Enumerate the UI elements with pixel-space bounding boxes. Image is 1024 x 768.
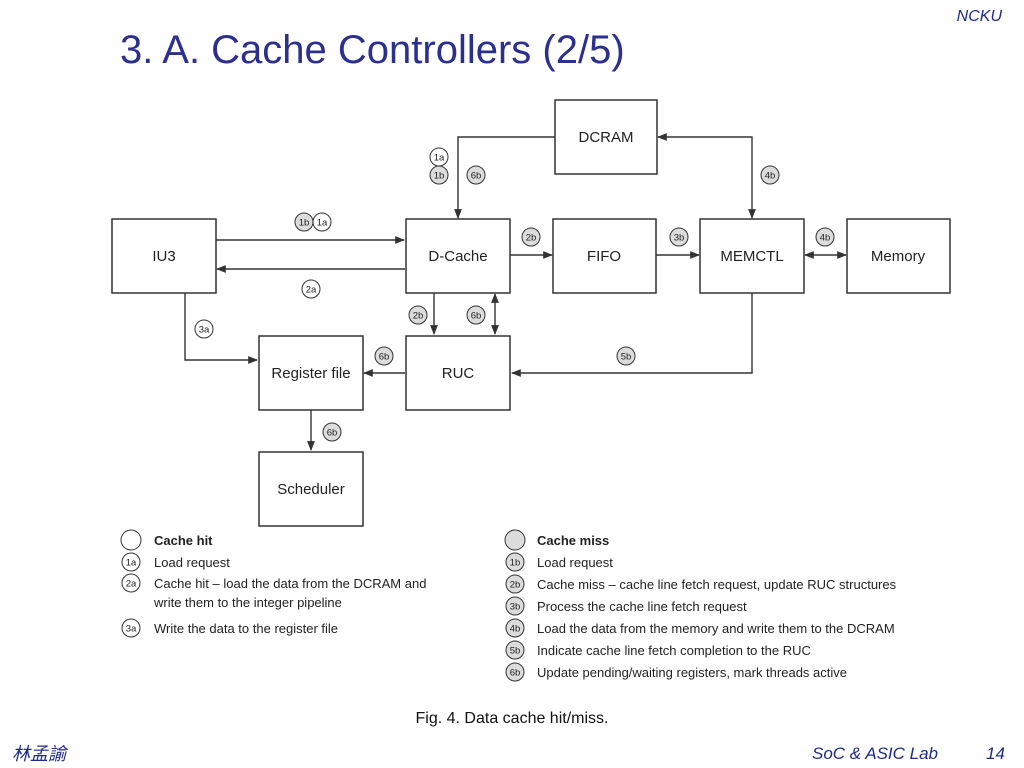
legend-hit-badge-1a: 1a: [121, 552, 141, 572]
badge-3a-regfile: 3a: [194, 319, 214, 339]
svg-text:Scheduler: Scheduler: [277, 481, 345, 498]
svg-text:Memory: Memory: [871, 248, 926, 265]
block-iu3: IU3: [111, 218, 217, 294]
author-name: 林孟諭: [12, 744, 66, 765]
legend-miss-text-3b: Process the cache line fetch request: [537, 599, 747, 614]
svg-text:2a: 2a: [126, 579, 137, 590]
legend-miss-text-1b: Load request: [537, 555, 613, 570]
legend-miss-text-4b: Load the data from the memory and write …: [537, 621, 895, 636]
svg-text:RUC: RUC: [442, 365, 475, 382]
svg-text:3a: 3a: [199, 325, 210, 336]
legend-hit-symbol: [120, 529, 142, 551]
block-ruc: RUC: [405, 335, 511, 411]
diagram-badges: 1a 1b 6b 4b 1b 1a 2a 2b 3b 4b 2b 6b 3a 6…: [194, 147, 835, 442]
svg-text:MEMCTL: MEMCTL: [720, 248, 783, 265]
legend-miss-text-6b: Update pending/waiting registers, mark t…: [537, 665, 847, 680]
legend-hit-badge-3a: 3a: [121, 618, 141, 638]
svg-text:1a: 1a: [317, 218, 328, 229]
badge-4b-dcram-memctl: 4b: [760, 165, 780, 185]
legend-hit: Cache hit 1a Load request 2a Cache hit –…: [120, 529, 426, 638]
block-dcache: D-Cache: [405, 218, 511, 294]
legend-hit-text-1a: Load request: [154, 555, 230, 570]
svg-text:Register file: Register file: [271, 365, 350, 382]
figure-caption: Fig. 4. Data cache hit/miss.: [415, 710, 609, 727]
badge-6b-ruc: 6b: [466, 305, 486, 325]
badge-1b-iu3: 1b: [294, 212, 314, 232]
legend-miss-heading: Cache miss: [537, 533, 609, 548]
block-memctl: MEMCTL: [699, 218, 805, 294]
legend-miss-text-5b: Indicate cache line fetch completion to …: [537, 643, 811, 658]
svg-text:FIFO: FIFO: [587, 248, 621, 265]
legend-hit-text-3a: Write the data to the register file: [154, 621, 338, 636]
legend-miss-badge-4b: 4b: [505, 618, 525, 638]
legend-miss-text-2b: Cache miss – cache line fetch request, u…: [537, 577, 897, 592]
badge-6b-regfile: 6b: [374, 346, 394, 366]
block-register-file: Register file: [258, 335, 364, 411]
svg-text:2b: 2b: [413, 311, 424, 322]
svg-text:1b: 1b: [434, 171, 445, 182]
legend-hit-text-2a-line2: write them to the integer pipeline: [153, 595, 342, 610]
org-label: NCKU: [956, 8, 1002, 25]
svg-text:6b: 6b: [379, 352, 390, 363]
legend-hit-badge-2a: 2a: [121, 573, 141, 593]
svg-text:3b: 3b: [510, 602, 521, 613]
svg-text:1b: 1b: [510, 558, 521, 569]
svg-text:1b: 1b: [299, 218, 310, 229]
legend-miss-badge-1b: 1b: [505, 552, 525, 572]
block-dcram: DCRAM: [554, 99, 658, 175]
legend-miss-badge-2b: 2b: [505, 574, 525, 594]
block-memory: Memory: [846, 218, 951, 294]
badge-5b-ruc: 5b: [616, 346, 636, 366]
badge-6b-scheduler: 6b: [322, 422, 342, 442]
page-number: 14: [986, 744, 1005, 763]
arrow-dcram-memctl: [657, 133, 756, 219]
badge-6b-dcram: 6b: [466, 165, 486, 185]
badge-4b-memory: 4b: [815, 227, 835, 247]
svg-text:3a: 3a: [126, 624, 137, 635]
arrow-dcram-to-dcache: [454, 136, 555, 219]
svg-text:6b: 6b: [510, 668, 521, 679]
connections: [184, 133, 847, 451]
legend-miss-badge-3b: 3b: [505, 596, 525, 616]
svg-text:2b: 2b: [510, 580, 521, 591]
svg-text:D-Cache: D-Cache: [428, 248, 487, 265]
legend-miss: Cache miss 1b Load request 2b Cache miss…: [504, 529, 897, 682]
svg-text:DCRAM: DCRAM: [579, 129, 634, 146]
slide-title: 3. A. Cache Controllers (2/5): [120, 28, 625, 72]
legend-hit-text-2a-line1: Cache hit – load the data from the DCRAM…: [154, 576, 426, 591]
svg-text:1a: 1a: [126, 558, 137, 569]
svg-text:2a: 2a: [306, 285, 317, 296]
svg-text:4b: 4b: [820, 233, 831, 244]
lab-name: SoC & ASIC Lab: [812, 744, 938, 763]
legend-hit-heading: Cache hit: [154, 533, 213, 548]
badge-1a-dcram: 1a: [429, 147, 449, 167]
svg-text:2b: 2b: [526, 233, 537, 244]
arrow-iu3-to-regfile: [184, 293, 258, 364]
svg-text:4b: 4b: [510, 624, 521, 635]
svg-text:5b: 5b: [510, 646, 521, 657]
svg-text:3b: 3b: [674, 233, 685, 244]
block-scheduler: Scheduler: [258, 451, 364, 527]
badge-1a-iu3: 1a: [312, 212, 332, 232]
svg-text:6b: 6b: [471, 171, 482, 182]
badge-2b-fifo: 2b: [521, 227, 541, 247]
svg-text:6b: 6b: [327, 428, 338, 439]
badge-2b-ruc: 2b: [408, 305, 428, 325]
badge-1b-dcram: 1b: [429, 165, 449, 185]
badge-3b-memctl: 3b: [669, 227, 689, 247]
block-fifo: FIFO: [552, 218, 657, 294]
svg-text:5b: 5b: [621, 352, 632, 363]
legend-miss-badge-5b: 5b: [505, 640, 525, 660]
svg-text:4b: 4b: [765, 171, 776, 182]
svg-text:6b: 6b: [471, 311, 482, 322]
legend-miss-badge-6b: 6b: [505, 662, 525, 682]
cache-controller-diagram: DCRAM IU3 D-Cache FIFO MEMCTL Memory Reg…: [111, 99, 951, 682]
badge-2a-iu3: 2a: [301, 279, 321, 299]
svg-text:1a: 1a: [434, 153, 445, 164]
svg-text:IU3: IU3: [152, 248, 175, 265]
legend-miss-symbol: [504, 529, 526, 551]
arrow-memctl-to-ruc: [511, 293, 753, 377]
